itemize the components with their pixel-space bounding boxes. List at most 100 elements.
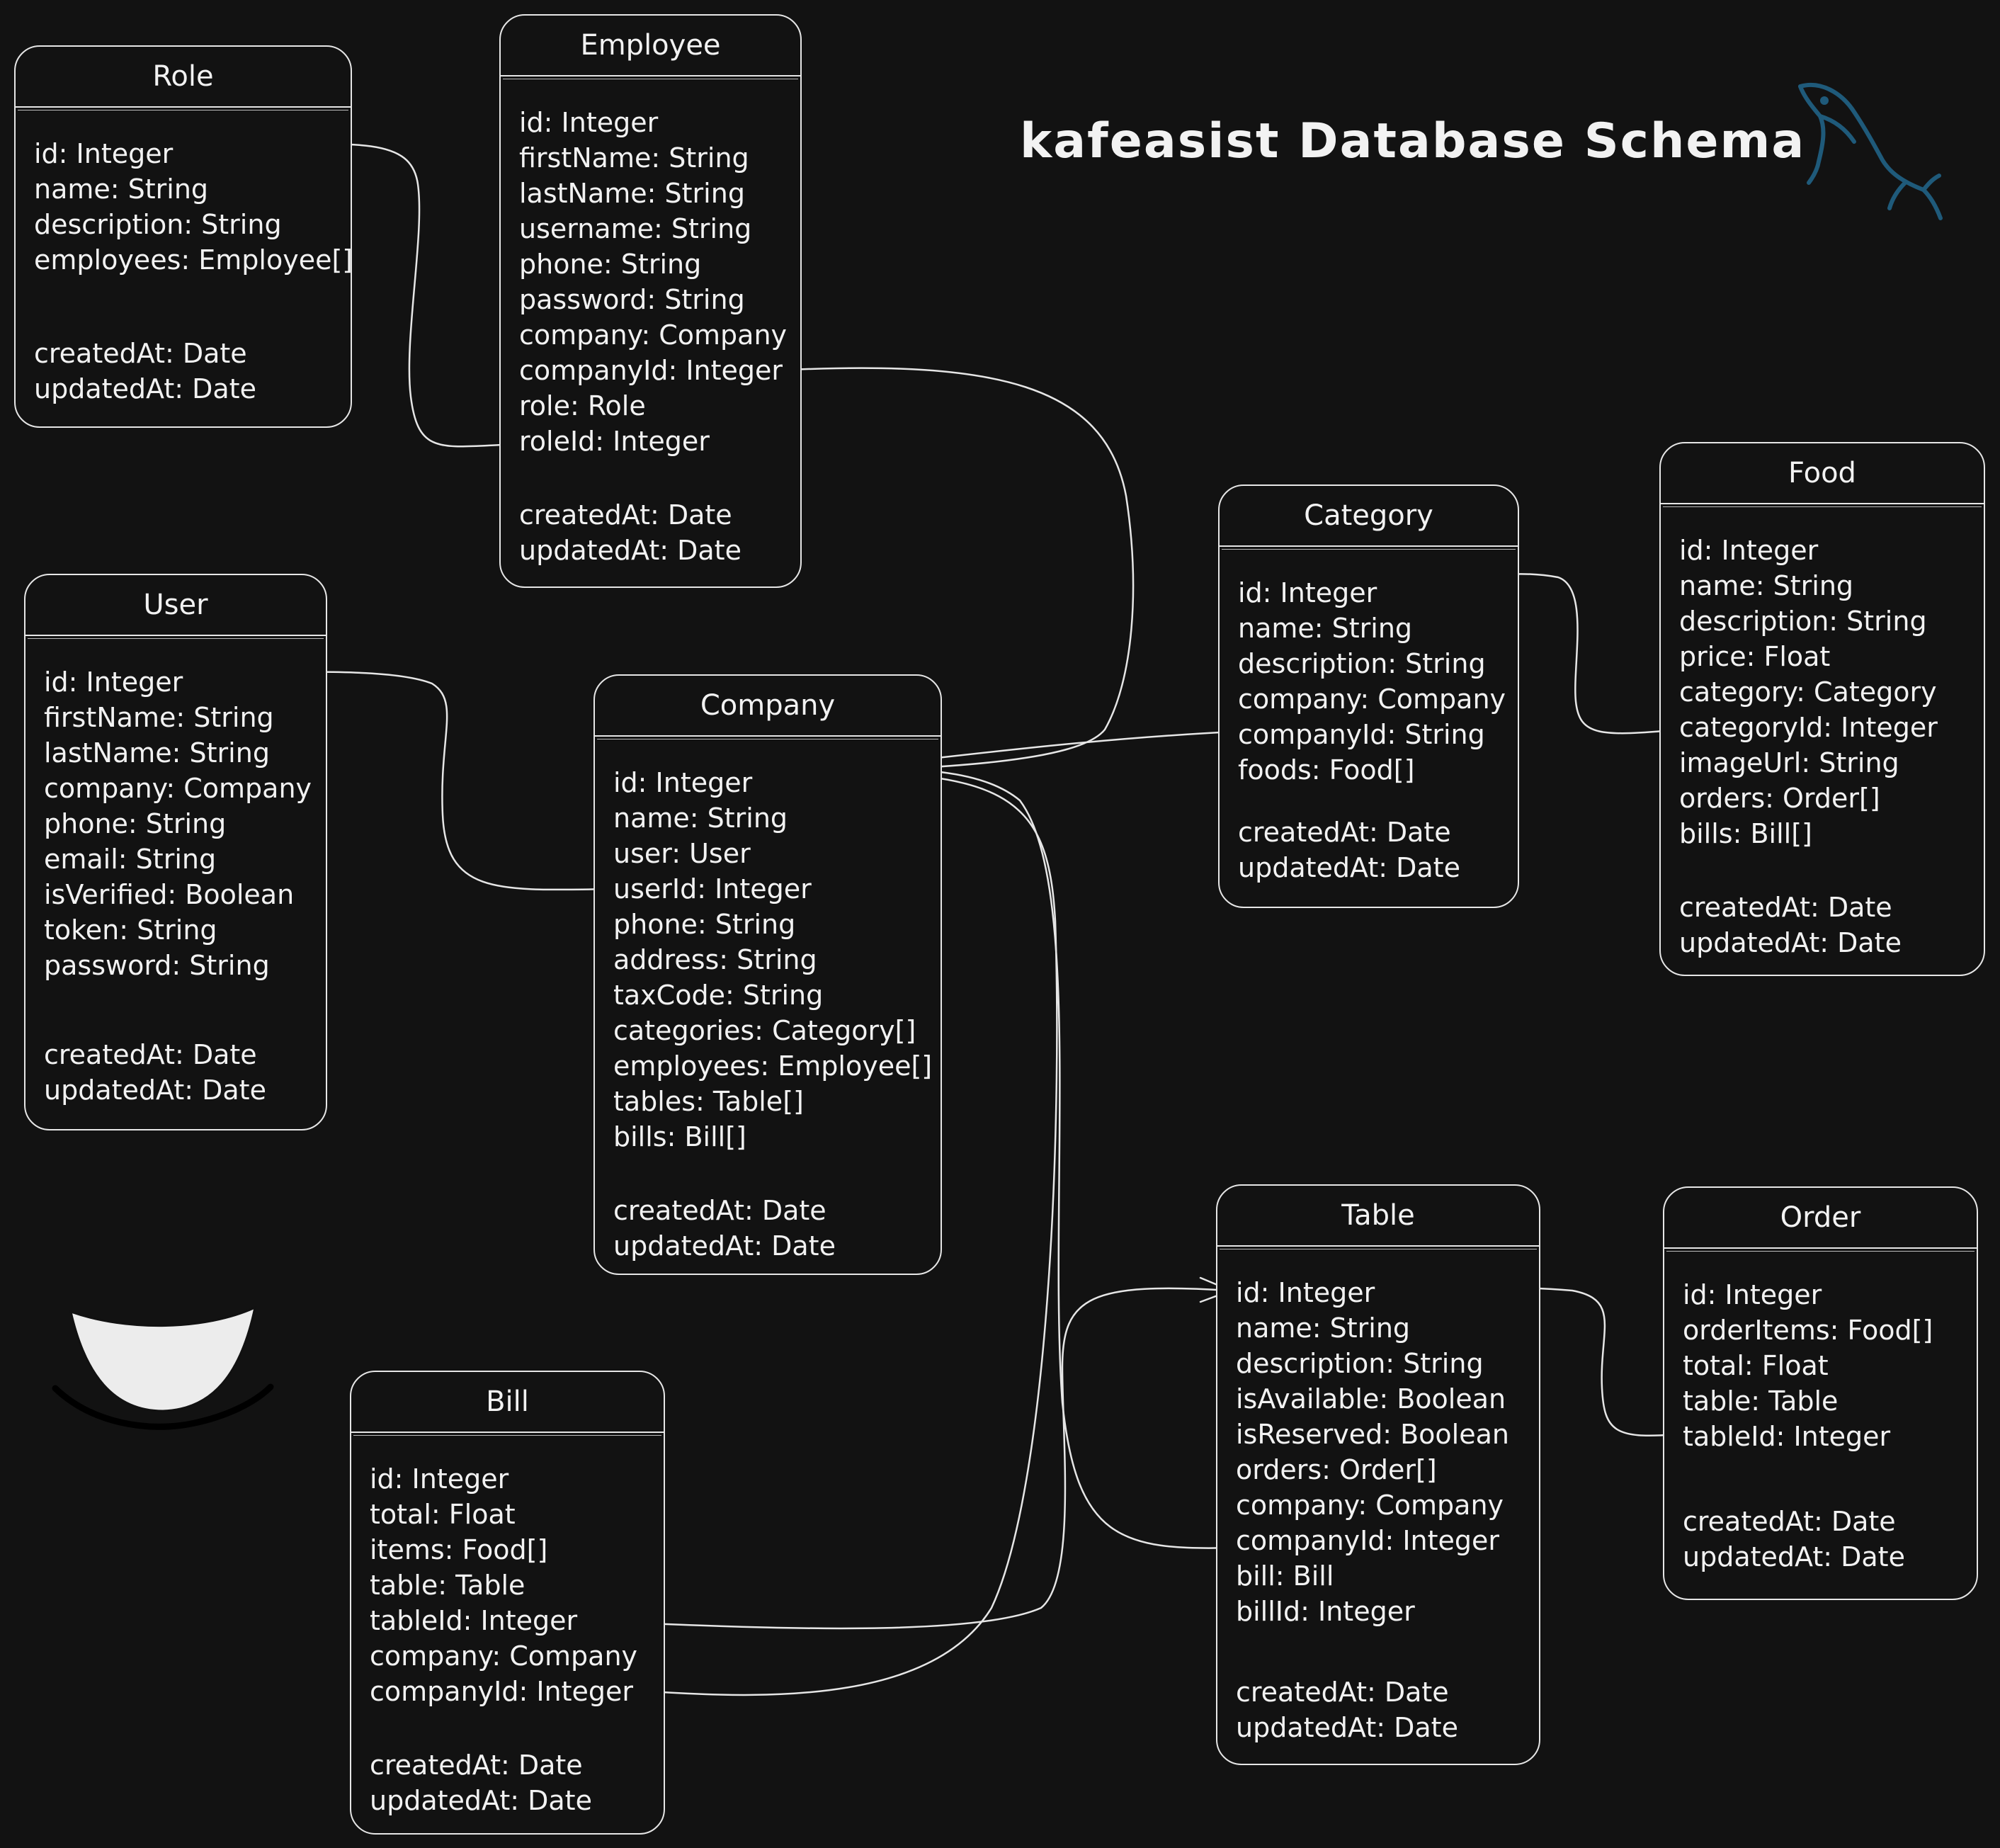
field: bills: Bill[] [1679,818,1812,849]
field: createdAt: Date [519,499,732,531]
field: name: String [1236,1313,1411,1344]
field: companyId: Integer [370,1676,634,1707]
field: firstName: String [44,702,274,733]
field: name: String [1238,613,1413,644]
entity-title: Company [595,676,941,737]
field: imageUrl: String [1679,747,1899,778]
field: id: Integer [34,138,174,169]
field: tableId: Integer [370,1605,578,1636]
entity-title: Role [16,47,351,108]
field: phone: String [44,808,227,839]
field: foods: Food[] [1238,754,1415,786]
field: updatedAt: Date [1236,1712,1458,1743]
field: name: String [1679,570,1854,601]
field: taxCode: String [613,980,824,1011]
field: userId: Integer [613,873,812,905]
field: price: Float [1679,641,1831,672]
field: categories: Category[] [613,1015,916,1046]
field: updatedAt: Date [613,1230,836,1262]
entity-title: User [25,575,326,636]
relation-bill-table [613,1287,1230,1630]
field: table: Table [1683,1385,1839,1417]
field: roleId: Integer [519,426,710,457]
entity-title: Employee [501,16,800,76]
field: phone: String [613,909,796,940]
field: company: Company [1236,1490,1504,1521]
field: updatedAt: Date [1238,852,1460,883]
field: total: Float [1683,1350,1829,1381]
entity-table: Table id: Integer name: String descripti… [1216,1184,1540,1765]
field: createdAt: Date [613,1195,826,1226]
entity-title: Food [1661,443,1984,504]
field: name: String [613,803,788,834]
field: id: Integer [613,767,753,798]
field: role: Role [519,390,646,421]
field: address: String [613,944,817,975]
field: orders: Order[] [1679,783,1880,814]
field: description: String [1236,1348,1484,1379]
field: createdAt: Date [1683,1506,1896,1537]
entity-user: User id: Integer firstName: String lastN… [24,574,327,1130]
field: description: String [34,209,282,240]
field: username: String [519,213,752,244]
field: updatedAt: Date [1679,927,1902,958]
field: id: Integer [1236,1277,1375,1308]
field: firstName: String [519,142,749,174]
entity-title: Bill [351,1372,664,1433]
field: phone: String [519,249,702,280]
field: createdAt: Date [44,1039,257,1070]
field: company: Company [519,319,788,351]
field: createdAt: Date [1238,817,1451,848]
field: updatedAt: Date [519,535,742,566]
field: id: Integer [519,107,659,138]
field: id: Integer [44,667,183,698]
field: company: Company [1238,684,1506,715]
field: updatedAt: Date [34,373,256,404]
entity-title: Category [1220,486,1518,547]
field: orderItems: Food[] [1683,1315,1933,1346]
field: billId: Integer [1236,1596,1415,1627]
smile-mouth-icon [52,1305,274,1430]
mysql-dolphin-icon [1798,82,1943,220]
entity-food: Food id: Integer name: String descriptio… [1659,442,1985,976]
field: description: String [1238,648,1486,679]
field: id: Integer [370,1463,509,1495]
entity-company: Company id: Integer name: String user: U… [593,674,942,1275]
entity-title: Order [1664,1188,1977,1249]
field: id: Integer [1238,577,1377,608]
field: createdAt: Date [370,1750,583,1781]
field: token: String [44,914,217,946]
field: orders: Order[] [1236,1454,1437,1485]
field: bill: Bill [1236,1560,1334,1592]
field: companyId: String [1238,719,1485,750]
field: company: Company [370,1640,638,1672]
field: id: Integer [1679,535,1819,566]
field: name: String [34,174,209,205]
field: email: String [44,844,217,875]
field: total: Float [370,1499,516,1530]
field: updatedAt: Date [44,1075,266,1106]
field: lastName: String [44,737,270,769]
field: lastName: String [519,178,745,209]
field: employees: Employee[] [613,1050,933,1082]
field: isAvailable: Boolean [1236,1383,1506,1415]
field: createdAt: Date [1679,892,1892,923]
field: tableId: Integer [1683,1421,1891,1452]
field: isReserved: Boolean [1236,1419,1509,1450]
field: category: Category [1679,676,1937,708]
field: password: String [44,950,270,981]
field: company: Company [44,773,312,804]
field: id: Integer [1683,1279,1822,1310]
entity-title: Table [1217,1186,1539,1247]
field: bills: Bill[] [613,1121,746,1152]
field: companyId: Integer [1236,1525,1500,1556]
field: companyId: Integer [519,355,783,386]
field: isVerified: Boolean [44,879,295,910]
entity-bill: Bill id: Integer total: Float items: Foo… [350,1371,665,1835]
field: updatedAt: Date [1683,1541,1905,1572]
field: updatedAt: Date [370,1785,592,1816]
field: tables: Table[] [613,1086,804,1117]
diagram-title: kafeasist Database Schema [1020,113,1806,169]
field: user: User [613,838,751,869]
field: categoryId: Integer [1679,712,1938,743]
